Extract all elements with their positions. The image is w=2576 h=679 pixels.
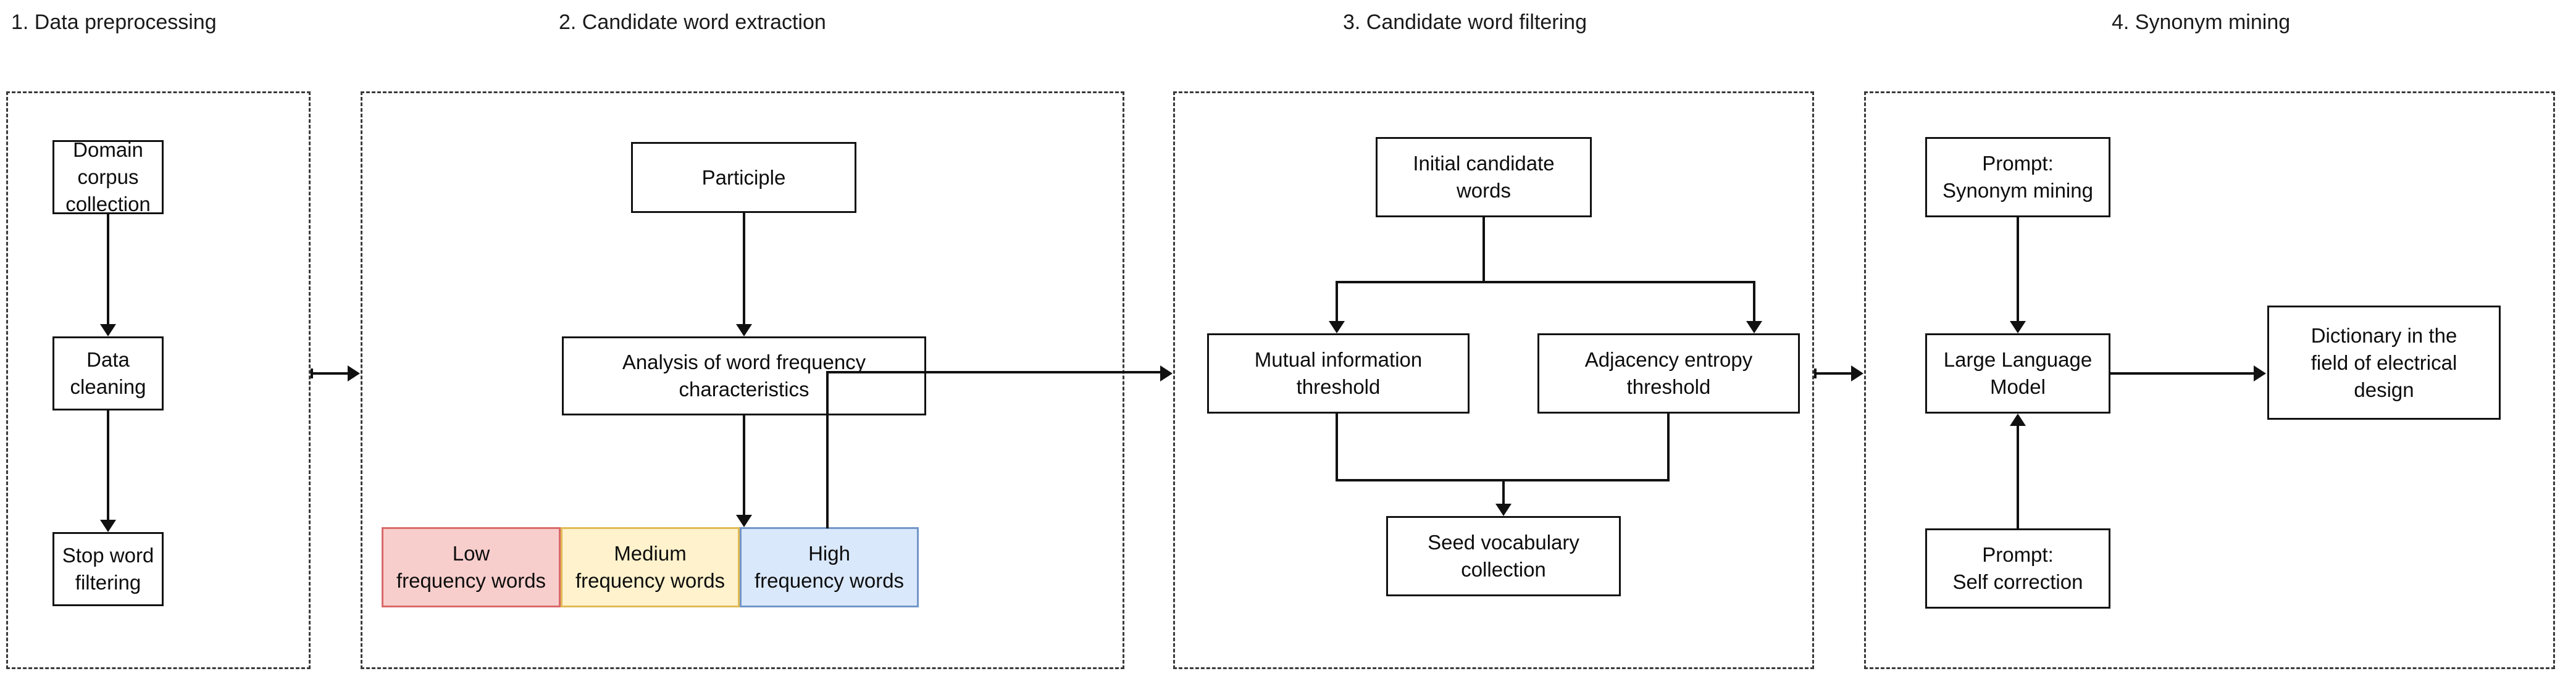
stage-4-title: 4. Synonym mining [2112, 10, 2291, 34]
edge-split-left [1336, 281, 1338, 321]
edge-stage1-to-stage2 [311, 372, 348, 375]
edge-initial-split [1336, 281, 1755, 283]
edge-participle-to-analysis-arrow [736, 324, 752, 336]
node-label: Prompt:Synonym mining [1942, 152, 2093, 202]
node-data-cleaning[interactable]: Data cleaning [52, 336, 164, 410]
edge-cleaning-to-stopword-arrow [100, 520, 116, 532]
edge-cleaning-to-stopword [107, 410, 109, 520]
node-label: Participle [701, 165, 786, 189]
node-label: Prompt:Self correction [1952, 543, 2083, 593]
edge-llm-to-dictionary-arrow [2254, 365, 2266, 381]
edge-participle-to-analysis [743, 213, 745, 324]
node-participle[interactable]: Participle [631, 142, 856, 213]
edge-llm-to-dictionary [2110, 372, 2254, 375]
stage-3-title: 3. Candidate word filtering [1343, 10, 1587, 34]
edge-selfcorrect-to-llm-arrow [2010, 414, 2026, 426]
stage-3-container [1173, 91, 1814, 669]
edge-split-right-arrow [1746, 321, 1762, 333]
edge-high-freq-riser [826, 371, 829, 528]
stage-2-container [361, 91, 1124, 669]
edge-stage1-to-stage2-arrow [348, 365, 360, 381]
edge-corpus-to-cleaning [107, 214, 109, 324]
node-prompt-self-correction[interactable]: Prompt:Self correction [1925, 528, 2110, 609]
edge-stage3-to-stage4-arrow [1851, 365, 1863, 381]
edge-selfcorrect-to-llm [2017, 426, 2019, 528]
edge-analysis-to-frequency [743, 415, 745, 515]
edge-stage3-to-stage4 [1814, 372, 1851, 375]
edge-merge-down [1502, 479, 1505, 504]
edge-initial-down [1482, 217, 1485, 283]
node-label: Data cleaning [70, 348, 146, 398]
edge-merge-right [1667, 414, 1670, 481]
node-prompt-synonym-mining[interactable]: Prompt:Synonym mining [1925, 137, 2110, 217]
edge-merge-down-arrow [1495, 504, 1512, 516]
edge-stage2-to-stage3 [826, 371, 1161, 373]
edge-split-right [1753, 281, 1755, 321]
edge-prompt-to-llm [2017, 217, 2019, 321]
stage-1-container [6, 91, 311, 669]
edge-analysis-to-frequency-arrow [736, 515, 752, 527]
edge-merge-left [1336, 414, 1338, 481]
edge-split-left-arrow [1329, 321, 1345, 333]
stage-2-title: 2. Candidate word extraction [559, 10, 826, 34]
stage-1-title: 1. Data preprocessing [11, 10, 217, 34]
stage-4-container [1864, 91, 2555, 669]
edge-prompt-to-llm-arrow [2010, 321, 2026, 333]
edge-stage2-to-stage3-arrow [1160, 365, 1173, 381]
edge-corpus-to-cleaning-arrow [100, 324, 116, 336]
